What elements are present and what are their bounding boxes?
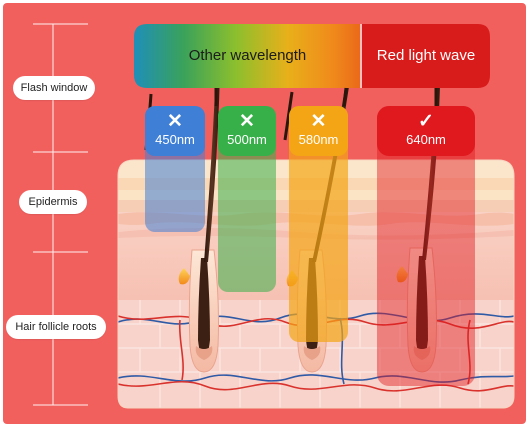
epidermis-label: Epidermis [19,190,87,214]
wavelength-badge-450: ✕ 450nm [145,112,205,148]
wavelength-badge-500: ✕ 500nm [218,112,276,148]
wavelength-banner [134,24,490,88]
beam-640 [377,106,475,386]
flash-window-label: Flash window [13,76,95,100]
other-wavelength-label: Other wavelength [188,47,307,64]
wavelength-label-640: 640nm [406,132,446,147]
wavelength-badge-580: ✕ 580nm [289,112,348,148]
wavelength-label-450: 450nm [155,132,195,147]
wavelength-badge-640: ✓ 640nm [377,112,475,148]
follicle-roots-label: Hair follicle roots [6,315,106,339]
check-mark-icon: ✓ [418,111,434,132]
wavelength-label-500: 500nm [227,132,267,147]
follicle-1 [144,70,220,373]
wavelength-badges [145,106,475,156]
x-mark-icon: ✕ [239,111,255,132]
x-mark-icon: ✕ [310,111,327,132]
red-light-wave-label: Red light wave [376,47,476,64]
wavelength-label-580: 580nm [298,132,339,147]
beam-580 [289,106,348,342]
gland-1 [178,268,190,285]
gland-3 [396,266,408,283]
x-mark-icon: ✕ [167,111,183,132]
